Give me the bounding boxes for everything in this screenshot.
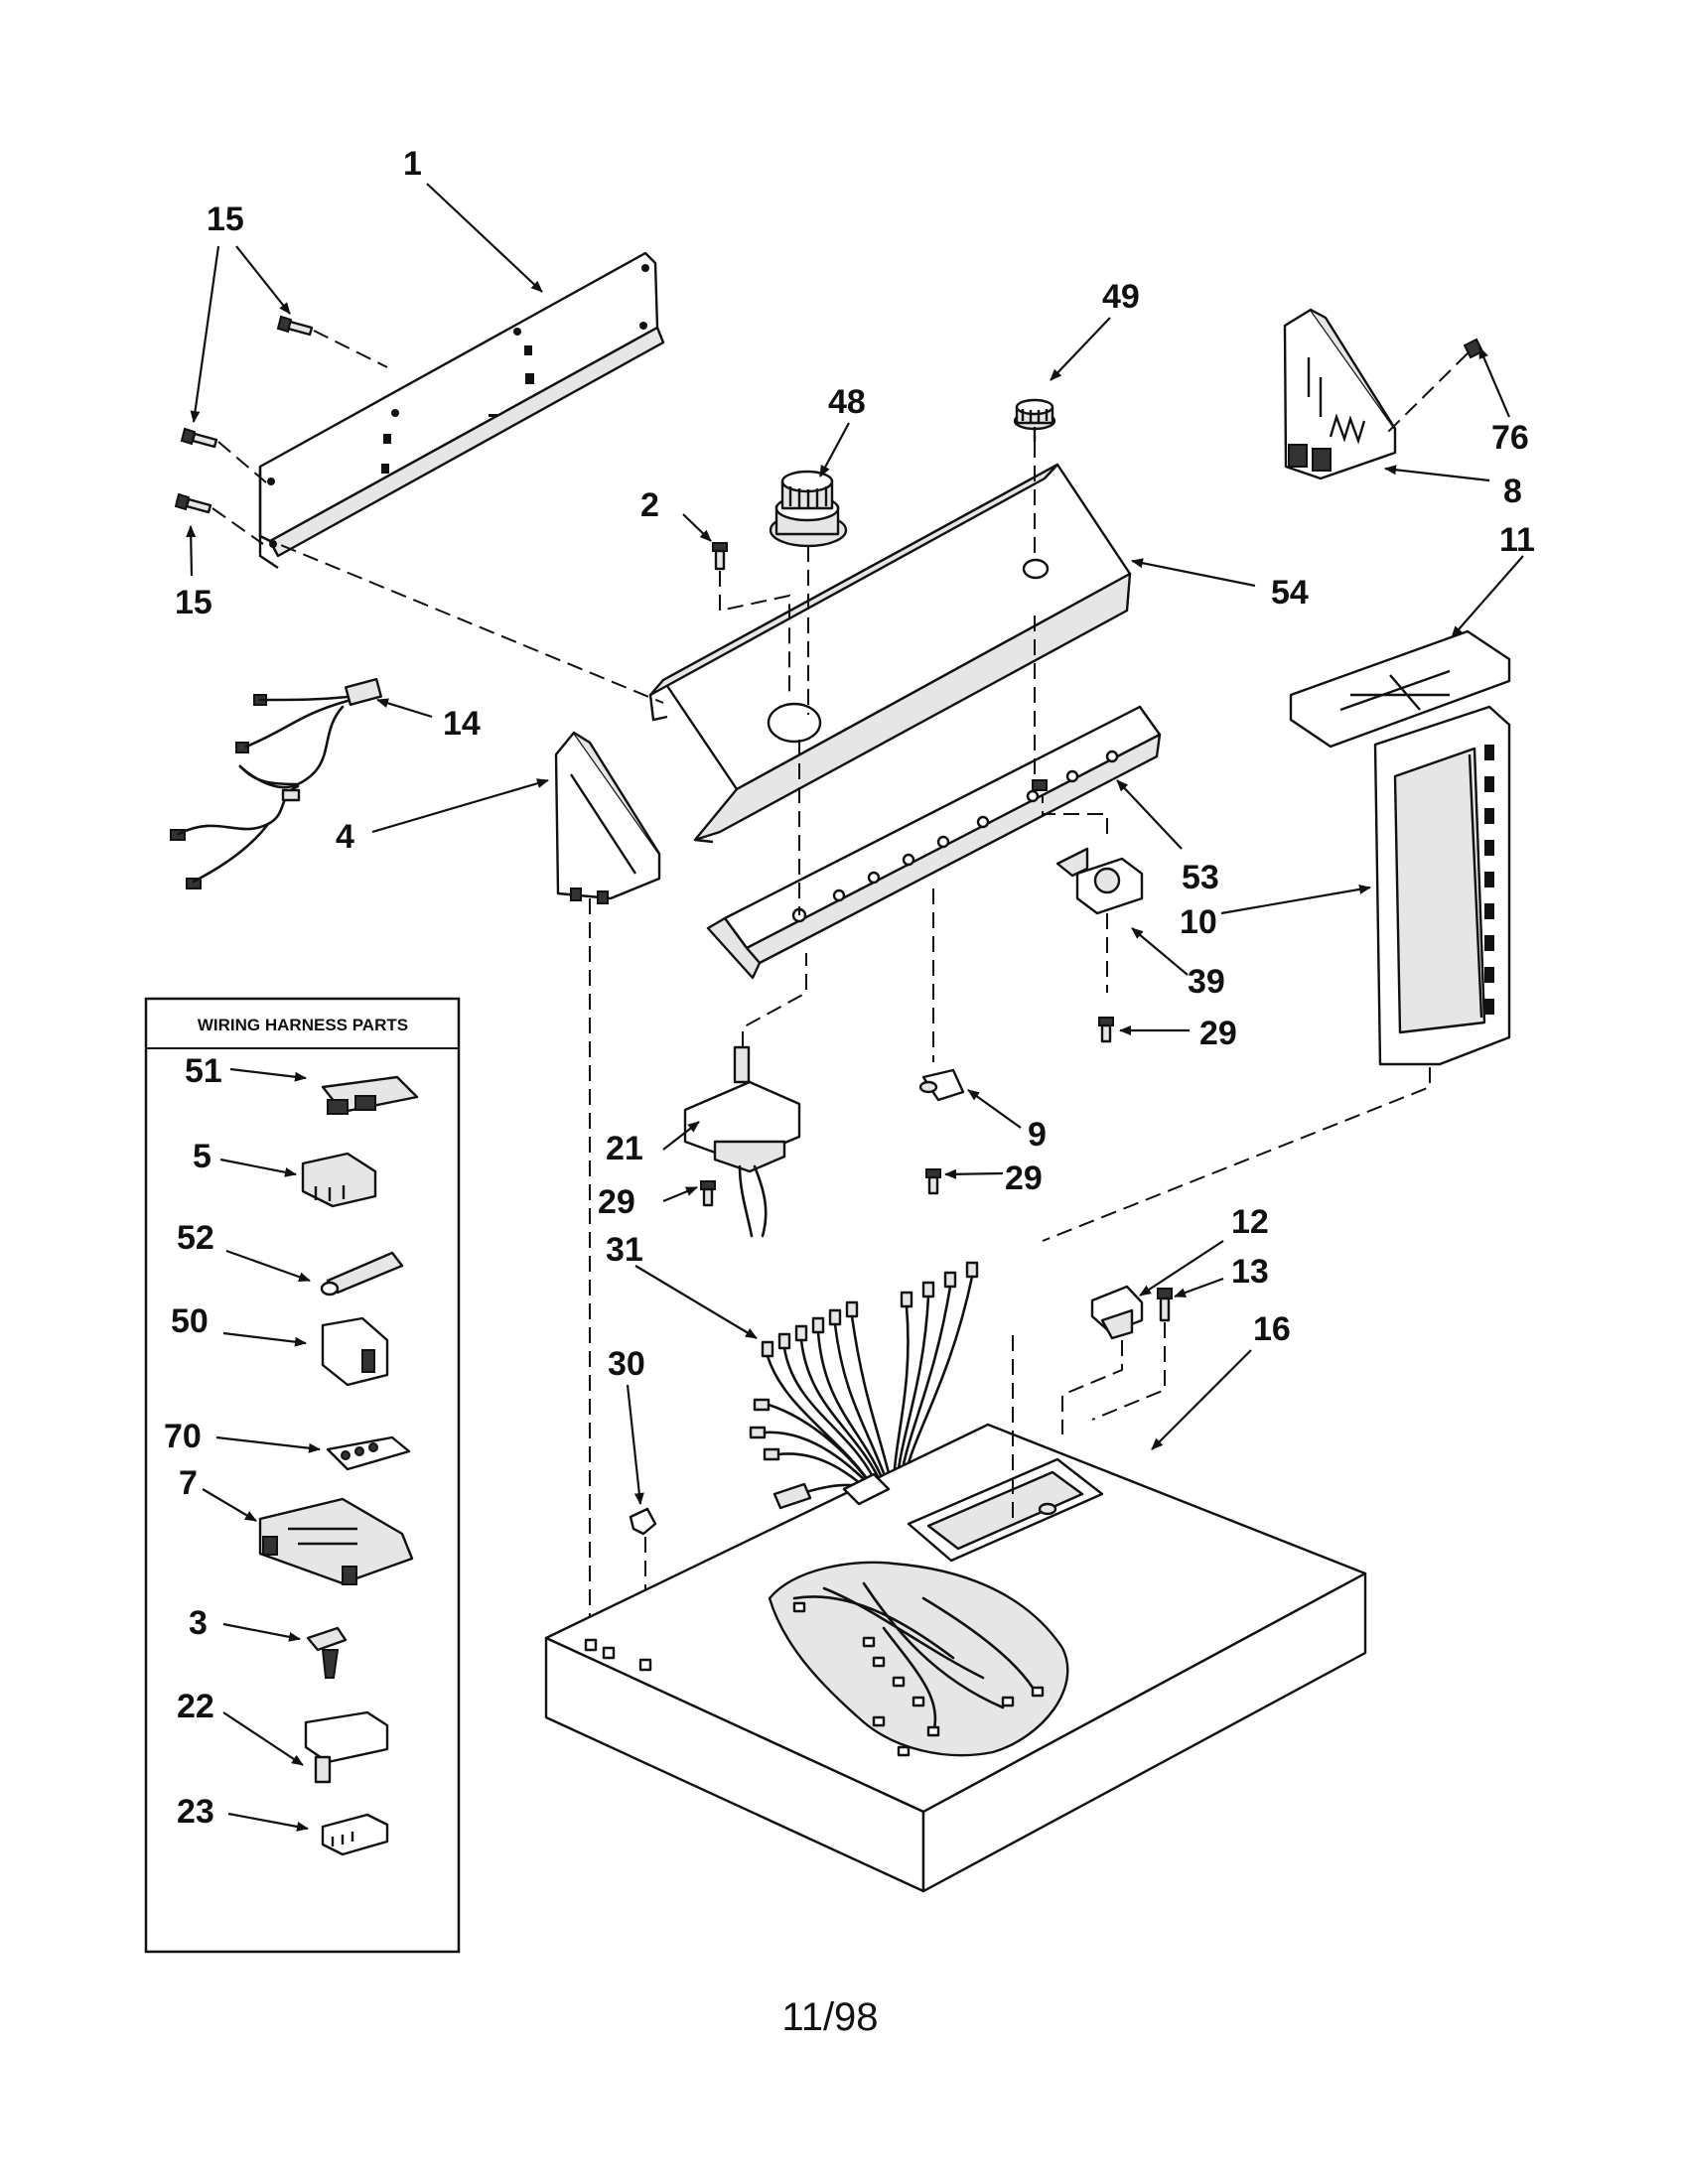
callout-50: 50	[171, 1302, 209, 1340]
callout-4: 4	[336, 818, 354, 856]
part-3-clip	[222, 1622, 348, 1679]
screw-15a-part	[276, 315, 388, 368]
leader-lines	[186, 183, 1524, 1505]
screw-15b-part	[180, 427, 267, 483]
harness-31-part	[749, 1261, 979, 1510]
callout-48: 48	[828, 383, 866, 421]
callout-31: 31	[606, 1231, 643, 1269]
callout-52: 52	[177, 1219, 214, 1257]
screw-2-part	[712, 542, 790, 695]
callout-39: 39	[1188, 963, 1225, 1001]
timer-knob-part	[769, 470, 848, 915]
callout-7: 7	[179, 1464, 198, 1502]
clip-12-part	[1061, 1285, 1144, 1434]
end-bracket-8-part	[1283, 308, 1484, 480]
rear-panel-part	[258, 251, 665, 569]
date-code: 11/98	[781, 1995, 878, 2039]
callout-53: 53	[1182, 859, 1219, 896]
callout-12: 12	[1231, 1203, 1269, 1241]
callout-21: 21	[606, 1130, 643, 1167]
callout-76: 76	[1491, 419, 1529, 457]
part-7-block	[202, 1488, 414, 1585]
callout-51: 51	[185, 1052, 222, 1090]
callout-2: 2	[640, 486, 659, 524]
callout-29a: 29	[598, 1183, 635, 1221]
callout-15b: 15	[175, 584, 212, 621]
callout-30: 30	[608, 1345, 645, 1383]
part-5-connector	[219, 1152, 377, 1208]
end-bracket-4-part	[554, 731, 661, 1638]
part-70-connector	[215, 1435, 411, 1471]
part-23-connector	[227, 1812, 389, 1856]
callout-16: 16	[1253, 1310, 1291, 1348]
screw-29b-part	[925, 1168, 941, 1195]
callout-23: 23	[177, 1793, 214, 1831]
callout-29c: 29	[1199, 1015, 1237, 1052]
screw-15c-part	[174, 492, 264, 545]
callout-54: 54	[1271, 574, 1309, 612]
callout-9: 9	[1028, 1116, 1047, 1154]
callout-22: 22	[177, 1688, 214, 1725]
callout-5: 5	[193, 1138, 211, 1175]
switch-39-part	[1042, 794, 1144, 993]
end-cap-10-part	[1042, 705, 1511, 1242]
base-16-part	[544, 1335, 1367, 1893]
part-52-terminal	[225, 1249, 404, 1297]
callout-3: 3	[189, 1604, 208, 1642]
callout-14: 14	[443, 705, 481, 743]
callout-11: 11	[1499, 521, 1535, 559]
callout-1: 1	[403, 145, 422, 183]
wiring-harness-parts-box	[144, 997, 461, 1954]
end-cap-11-part	[1289, 629, 1511, 749]
timer-21-part	[683, 953, 807, 1238]
callout-13: 13	[1231, 1253, 1269, 1291]
callout-29b: 29	[1005, 1160, 1043, 1197]
wiring-harness-parts-title: WIRING HARNESS PARTS	[198, 1016, 408, 1034]
selector-knob-part	[1013, 398, 1056, 782]
callout-70: 70	[164, 1418, 202, 1455]
callout-49: 49	[1102, 278, 1140, 316]
callout-8: 8	[1503, 473, 1522, 510]
console-top-part	[258, 463, 1132, 844]
screw-29c-part	[1098, 1017, 1114, 1043]
screw-29a-part	[700, 1180, 716, 1207]
part-51-connector	[229, 1067, 419, 1115]
part-50-housing	[222, 1316, 389, 1387]
callout-10: 10	[1180, 903, 1217, 941]
part-22-housing	[222, 1710, 389, 1784]
wire-harness-14-part	[170, 677, 382, 889]
clip-9-part	[918, 888, 965, 1102]
screw-13-part	[1091, 1288, 1173, 1421]
callout-15a: 15	[207, 201, 244, 238]
callout-labels: 1 15 15 2 48 49 76 8 54 11 14 4 53 10 39…	[164, 145, 1535, 2039]
